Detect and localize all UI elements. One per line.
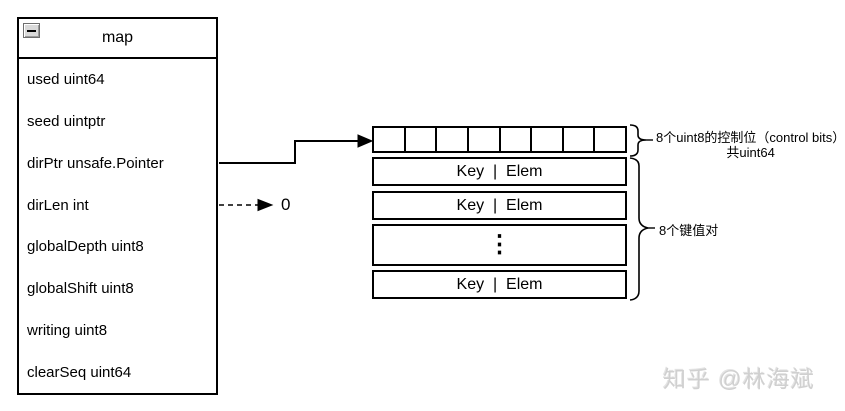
control-cell <box>466 128 499 151</box>
control-bits-brace <box>629 124 653 157</box>
collapse-icon[interactable] <box>23 23 40 38</box>
minus-glyph <box>27 29 36 32</box>
key-elem-slot: Key | Elem <box>372 191 627 220</box>
dirlen-dashed-arrow <box>219 198 274 212</box>
field-dirlen: dirLen int <box>27 196 89 214</box>
control-cell <box>374 128 404 151</box>
map-struct-header: map <box>19 19 216 59</box>
field-globaldepth: globalDepth uint8 <box>27 238 144 256</box>
control-bits-row <box>372 126 627 153</box>
control-cell <box>530 128 562 151</box>
key-value-pairs-annotation: 8个键值对 <box>659 223 719 238</box>
map-struct-title: map <box>101 29 134 46</box>
dirptr-arrow <box>219 134 374 164</box>
dirlen-value: 0 <box>281 195 291 214</box>
key-elem-slot: Key | Elem <box>372 270 627 299</box>
control-bits-annotation: 8个uint8的控制位（control bits） 共uint64 <box>656 130 845 160</box>
map-struct-fields: used uint64 seed uintptr dirPtr unsafe.P… <box>19 59 216 393</box>
zhihu-watermark: 知乎 @林海斌 <box>663 366 815 392</box>
key-elem-slot: Key | Elem <box>372 157 627 186</box>
control-cell <box>561 128 594 151</box>
control-bits-annotation-line1: 8个uint8的控制位（control bits） <box>656 130 845 145</box>
field-globalshift: globalShift uint8 <box>27 280 134 298</box>
control-bits-annotation-line2: 共uint64 <box>726 145 775 160</box>
key-elem-brace <box>629 157 655 301</box>
field-seed: seed uintptr <box>27 113 106 131</box>
field-writing: writing uint8 <box>27 321 108 339</box>
map-struct-box: map used uint64 seed uintptr dirPtr unsa… <box>17 17 218 395</box>
ellipsis-row: ⋮ <box>372 224 627 266</box>
field-clearseq: clearSeq uint64 <box>27 363 132 381</box>
control-cell <box>435 128 467 151</box>
control-cell <box>498 128 531 151</box>
field-used: used uint64 <box>27 71 105 89</box>
control-cell <box>403 128 436 151</box>
control-cell <box>593 128 625 151</box>
field-dirptr: dirPtr unsafe.Pointer <box>27 154 164 172</box>
